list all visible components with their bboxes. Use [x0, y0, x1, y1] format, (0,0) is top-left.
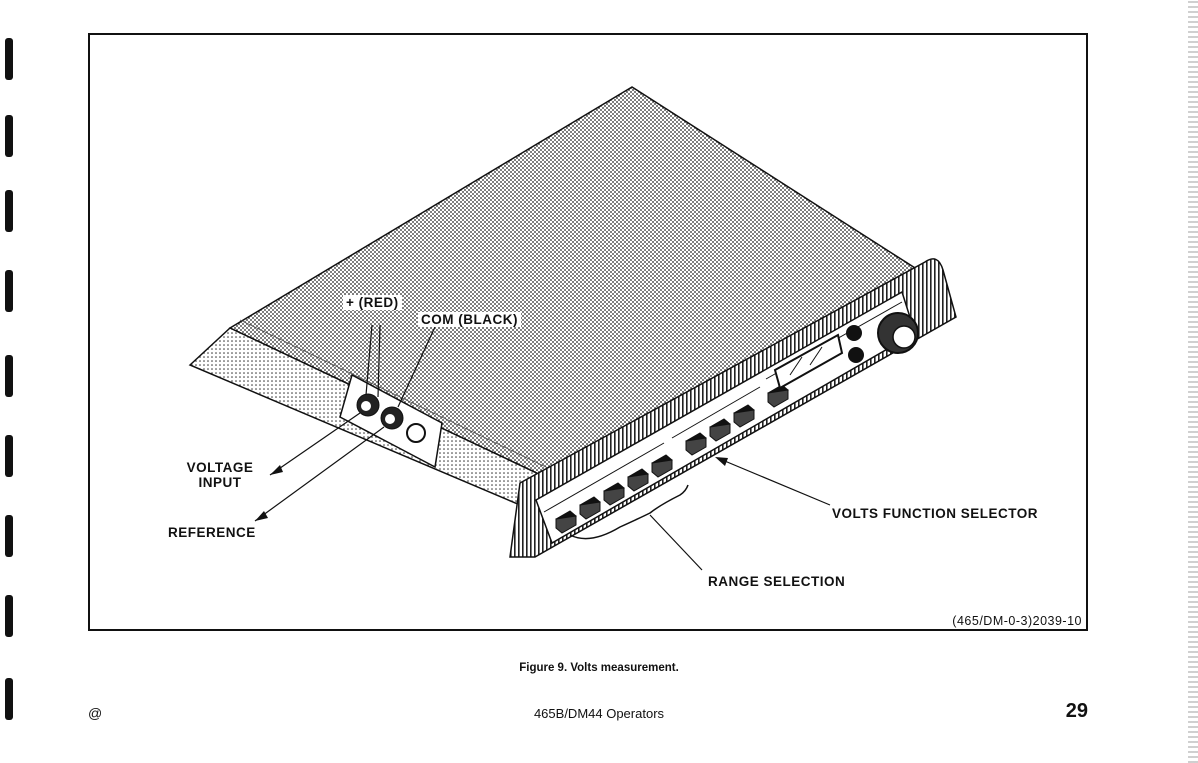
binder-mark — [5, 270, 13, 312]
indicator-led — [848, 347, 864, 363]
binder-mark — [5, 435, 13, 477]
label-com-black: COM (BLACK) — [418, 312, 521, 327]
label-voltage-input: VOLTAGE INPUT — [174, 460, 266, 490]
binder-mark — [5, 190, 13, 232]
binder-mark — [5, 515, 13, 557]
page-edge — [1188, 0, 1198, 763]
label-plus-red: + (RED) — [343, 295, 402, 310]
figure-code: (465/DM-0-3)2039-10 — [952, 614, 1082, 629]
label-volts-function-selector: VOLTS FUNCTION SELECTOR — [832, 506, 1038, 521]
footer-title: 465B/DM44 Operators — [0, 706, 1198, 721]
label-voltage-input-line1: VOLTAGE — [174, 460, 266, 475]
label-voltage-input-line2: INPUT — [174, 475, 266, 490]
binder-mark — [5, 115, 13, 157]
binder-mark — [5, 38, 13, 80]
ground-jack — [407, 424, 425, 442]
binder-mark — [5, 595, 13, 637]
figure-caption: Figure 9. Volts measurement. — [0, 662, 1198, 674]
label-range-selection: RANGE SELECTION — [708, 574, 845, 589]
figure-frame: + (RED) COM (BLACK) VOLTAGE INPUT REFERE… — [88, 33, 1088, 631]
label-reference: REFERENCE — [168, 525, 256, 540]
page-number: 29 — [1066, 700, 1088, 723]
indicator-led — [846, 325, 862, 341]
binder-mark — [5, 355, 13, 397]
